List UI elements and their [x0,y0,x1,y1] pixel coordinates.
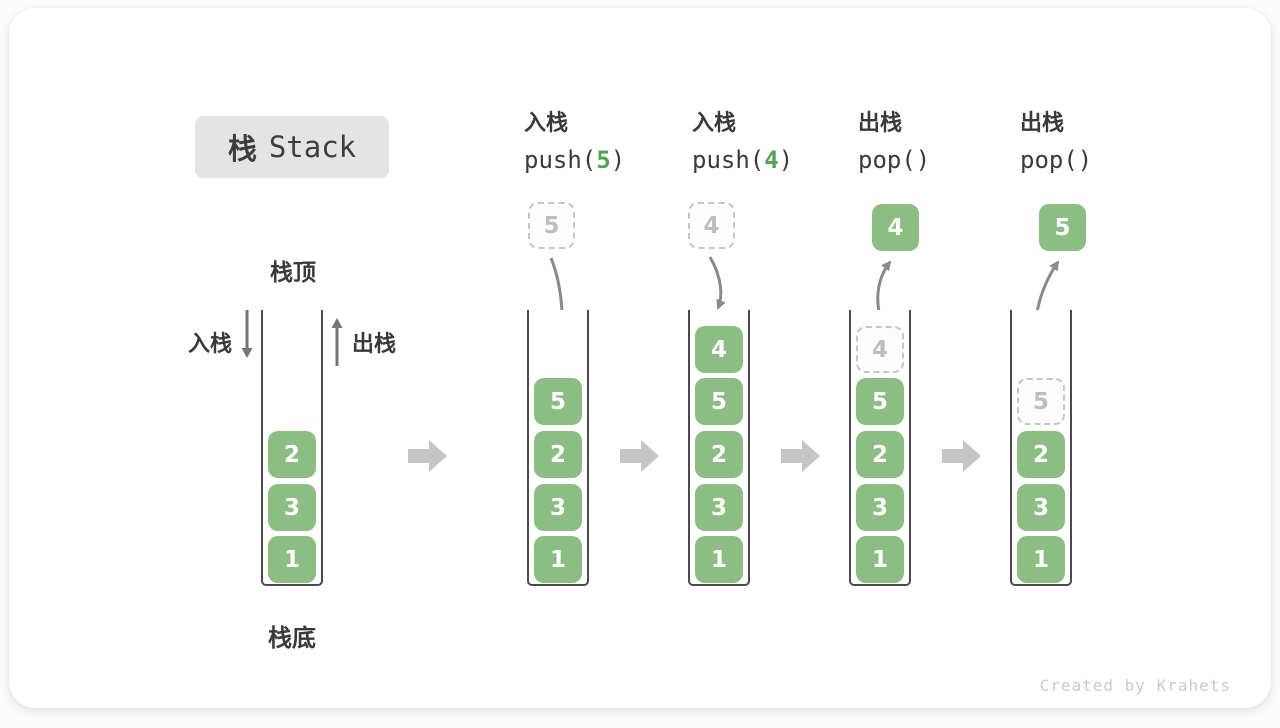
stack-element: 2 [534,431,582,478]
stack-element: 3 [856,484,904,531]
title-zh: 栈 [227,132,257,166]
op-label-pop-2: 出栈 pop() [1020,107,1092,179]
stack-state-3: 4 5 2 3 1 [688,310,750,586]
watermark: Created by Krahets [1039,676,1231,695]
stack-element: 1 [856,536,904,583]
incoming-element-box: 5 [528,202,575,249]
op-zh: 入栈 [524,111,569,136]
stack-element: 5 [856,378,904,425]
flow-arrow-icon [620,440,659,472]
stack-element: 5 [695,378,743,425]
stack-element: 1 [695,536,743,583]
op-label-push-4: 入栈 push(4) [692,107,793,179]
op-code: pop() [858,146,931,174]
stack-state-4: 4 5 2 3 1 [849,310,911,586]
stack-top-label: 栈顶 [270,260,316,286]
stack-element: 2 [695,431,743,478]
flow-arrow-icon [781,440,820,472]
stack-element: 1 [268,536,316,583]
push-4-curve-arrow-icon [708,256,726,310]
stack-element-ghost: 5 [1017,378,1065,425]
op-zh: 入栈 [692,111,737,136]
stack-state-2: 5 2 3 1 [527,310,589,586]
op-arg: 5 [596,146,611,174]
op-code: push(5) [524,146,626,174]
stack-element: 1 [1017,536,1065,583]
popped-element-box: 4 [872,204,919,251]
stack-element: 1 [534,536,582,583]
op-code: pop() [1020,146,1093,174]
op-code: push(4) [692,146,794,174]
op-label-pop-1: 出栈 pop() [858,107,930,179]
pop-side-label: 出栈 [352,332,397,357]
element-value: 5 [543,212,560,239]
stack-element-ghost: 4 [856,326,904,373]
op-zh: 出栈 [1020,111,1065,136]
popped-element-box: 5 [1039,204,1086,251]
title-en: Stack [268,130,357,164]
stack-element: 5 [534,378,582,425]
title-badge: 栈 Stack [195,116,389,178]
element-value: 5 [1054,214,1071,241]
stack-element: 4 [695,326,743,373]
push-side-label: 入栈 [188,332,233,357]
stack-state-1: 2 3 1 [261,310,323,586]
element-value: 4 [703,212,720,239]
op-label-push-5: 入栈 push(5) [524,107,625,179]
element-value: 4 [887,214,904,241]
stack-element: 2 [856,431,904,478]
stack-element: 2 [268,431,316,478]
stack-element: 3 [268,484,316,531]
incoming-element-box: 4 [688,202,735,249]
flow-arrow-icon [408,440,447,472]
stack-element: 3 [534,484,582,531]
diagram-card: 栈 Stack 入栈 push(5) 入栈 push(4) 出栈 pop() 出… [9,8,1271,708]
op-zh: 出栈 [858,111,903,136]
op-arg: 4 [764,146,779,174]
flow-arrow-icon [942,440,981,472]
stack-state-5: 5 2 3 1 [1010,310,1072,586]
stack-bottom-label: 栈底 [268,624,316,652]
stack-element: 3 [695,484,743,531]
stack-element: 3 [1017,484,1065,531]
stack-element: 2 [1017,431,1065,478]
